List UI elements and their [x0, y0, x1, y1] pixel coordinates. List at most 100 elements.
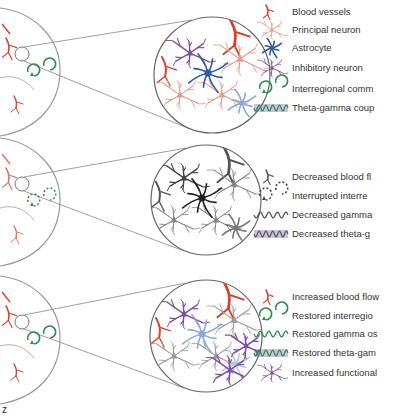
- neuron-branch: [167, 80, 170, 88]
- neuron-branch: [264, 59, 266, 64]
- neuron-branch: [171, 341, 173, 344]
- interregional-arrow: [260, 81, 272, 93]
- brain-sulcus: [0, 77, 34, 90]
- neuron-dendrite: [174, 356, 194, 365]
- neuron-dendrite: [175, 53, 190, 61]
- neuron-dendrite: [184, 314, 204, 323]
- blood-vessel: [17, 370, 23, 372]
- neuron-branch: [185, 361, 189, 368]
- astrocyte-process: [182, 198, 202, 208]
- neuron-branch: [156, 82, 162, 83]
- neuron-branch: [173, 61, 175, 66]
- neuron-branch: [225, 335, 231, 336]
- neuron-dendrite: [272, 24, 281, 30]
- neuron-dendrite: [159, 220, 174, 228]
- oscillation-wave: [254, 331, 288, 337]
- neuron-dendrite: [169, 314, 184, 322]
- blood-vessel: [230, 19, 235, 45]
- neuron-dendrite: [183, 178, 184, 190]
- neuron-dendrite: [207, 95, 222, 103]
- neuron-branch: [205, 103, 207, 108]
- neuron-branch: [181, 299, 183, 302]
- legend-text: Inhibitory neuron: [292, 62, 363, 73]
- astrocyte-process: [202, 198, 212, 218]
- neuron-dendrite: [263, 373, 272, 378]
- astrocyte-process: [208, 73, 218, 93]
- neuron-branch: [220, 303, 223, 312]
- neuron-dendrite: [272, 367, 281, 373]
- astrocyte-process: [229, 214, 236, 228]
- neuron-branch: [161, 205, 164, 213]
- neuron-dendrite: [189, 53, 190, 65]
- neuron-dendrite: [272, 30, 284, 36]
- neuron-dendrite: [201, 220, 216, 228]
- magnified-view: [154, 17, 270, 133]
- neuron-branch: [243, 352, 246, 355]
- red-lines: [2, 24, 10, 34]
- legend-text: Decreased blood fl: [292, 171, 371, 182]
- blood-vessel: [231, 295, 244, 299]
- neuron-branch: [245, 356, 247, 359]
- neuron-dendrite: [230, 360, 244, 370]
- neuron-dendrite: [215, 356, 216, 368]
- astrocyte-process: [192, 314, 202, 334]
- neuron-branch: [170, 363, 173, 367]
- legend-text: Theta-gamma coup: [292, 102, 374, 113]
- neuron-branch: [171, 163, 174, 171]
- astrocyte-process: [208, 73, 223, 78]
- astrocyte-process: [202, 334, 217, 339]
- neuron-branch: [271, 37, 272, 39]
- coupling-band: [254, 230, 288, 238]
- neuron-branch: [170, 227, 173, 231]
- neuron-branch: [160, 301, 166, 302]
- neuron-branch: [271, 380, 272, 382]
- blood-vessel: [10, 45, 17, 47]
- neuron-branch: [245, 337, 247, 341]
- neuron-dendrite: [162, 83, 180, 95]
- neuron-branch: [181, 163, 183, 166]
- neuron-branch: [281, 364, 282, 367]
- blood-vessel: [224, 282, 229, 308]
- legend-text: Restored gamma os: [292, 328, 378, 339]
- neuron-branch: [264, 21, 266, 26]
- blood-vessel: [161, 192, 171, 195]
- neuron-branch: [198, 164, 200, 169]
- neuron-dendrite: [159, 356, 174, 364]
- neuron-branch: [230, 303, 233, 306]
- neuron-branch: [279, 376, 282, 381]
- brain-sulcus: [0, 345, 34, 358]
- neuron-dendrite: [233, 320, 234, 333]
- cell-scene: [150, 147, 263, 242]
- neuron-dendrite: [215, 208, 216, 220]
- blood-vessel: [8, 52, 12, 59]
- neuron-branch: [263, 70, 267, 71]
- interregional-arrow: [28, 64, 40, 76]
- blood-vessel: [161, 328, 171, 331]
- neuron-dendrite: [229, 370, 230, 382]
- blood-vessel: [14, 96, 16, 108]
- neuron-branch: [199, 228, 201, 233]
- neuron-branch: [230, 167, 233, 170]
- neuron-dendrite: [221, 95, 222, 107]
- neuron-branch: [150, 207, 156, 208]
- neuron-dendrite: [222, 95, 242, 104]
- blood-vessel: [16, 108, 19, 114]
- blood-vessel: [231, 160, 244, 164]
- neuron-branch: [243, 177, 251, 178]
- neuron-dendrite: [215, 220, 216, 232]
- neuron-branch: [173, 232, 175, 235]
- neuron-dendrite: [184, 168, 198, 178]
- legend-symbol: [254, 349, 288, 357]
- magnified-view: [150, 280, 262, 392]
- neuron-dendrite: [263, 68, 272, 73]
- neuron-branch: [229, 382, 231, 385]
- arrow-head: [262, 89, 266, 93]
- neuron-dendrite: [174, 220, 194, 229]
- neuron-branch: [215, 232, 217, 235]
- neuron-dendrite: [174, 346, 188, 356]
- brain-outline: [0, 138, 60, 266]
- neuron-dendrite: [212, 358, 230, 370]
- neuron-branch: [257, 365, 261, 366]
- neuron-branch: [167, 322, 169, 327]
- neuron-dendrite: [183, 314, 184, 326]
